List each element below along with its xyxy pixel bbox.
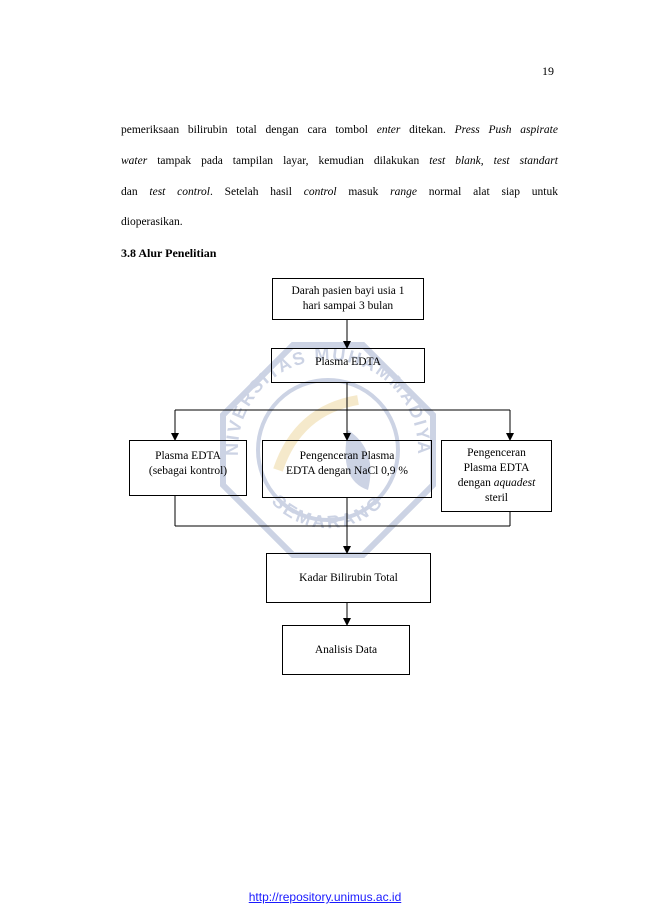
flow-box-data-analysis: Analisis Data	[282, 625, 410, 675]
paragraph-line: water tampak pada tampilan layar, kemudi…	[121, 155, 558, 167]
seal-sun-icon	[273, 395, 359, 472]
seal-octagon-icon	[220, 342, 436, 558]
flow-box-total-bilirubin: Kadar Bilirubin Total	[266, 553, 431, 603]
repository-link[interactable]: http://repository.unimus.ac.id	[248, 890, 402, 904]
university-seal-watermark: UNIVERSITAS MUHAMMADIYAH SEMARANG	[208, 330, 436, 558]
paragraph-line: dan test control. Setelah hasil control …	[121, 186, 558, 198]
flow-box-nacl-dilution: Pengenceran Plasma EDTA dengan NaCl 0,9 …	[262, 440, 432, 498]
seal-leaf-icon	[345, 430, 371, 490]
flow-box-control: Plasma EDTA (sebagai kontrol)	[129, 440, 247, 496]
section-heading: 3.8 Alur Penelitian	[121, 246, 217, 260]
flow-box-aquadest-dilution: Pengenceran Plasma EDTA dengan aquadest …	[441, 440, 552, 512]
page-number: 19	[542, 64, 554, 78]
paragraph-line: dioperasikan.	[121, 216, 183, 228]
paragraph-line: pemeriksaan bilirubin total dengan cara …	[121, 124, 558, 136]
flow-box-plasma-edta: Plasma EDTA	[271, 348, 425, 383]
flow-box-patient-blood: Darah pasien bayi usia 1 hari sampai 3 b…	[272, 278, 424, 320]
seal-inner-circle-icon	[256, 378, 400, 522]
